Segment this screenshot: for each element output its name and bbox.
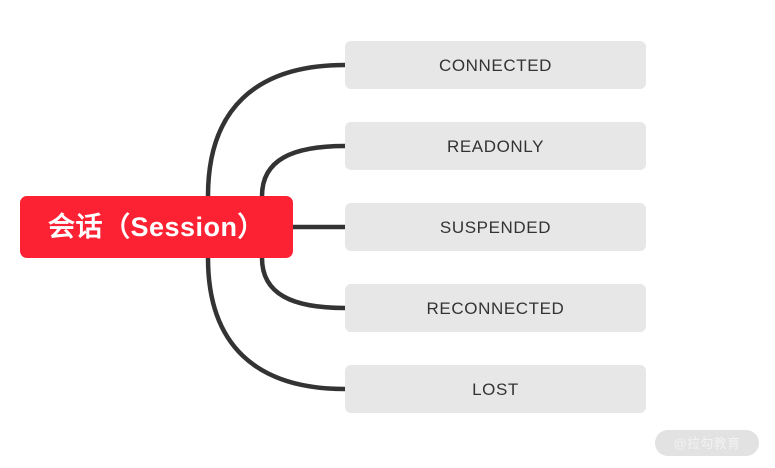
leaf-node-readonly[interactable]: READONLY (345, 122, 646, 170)
leaf-node-suspended[interactable]: SUSPENDED (345, 203, 646, 251)
connector-to-readonly (259, 143, 348, 199)
leaf-node-connected[interactable]: CONNECTED (345, 41, 646, 89)
connector-to-connected (205, 62, 348, 199)
watermark-badge: @拉勾教育 (655, 430, 759, 456)
watermark-label: @拉勾教育 (673, 435, 741, 451)
connector-to-reconnected (259, 255, 348, 311)
leaf-node-lost[interactable]: LOST (345, 365, 646, 413)
leaf-node-label: RECONNECTED (426, 298, 565, 318)
root-node-label: 会话（Session） (47, 211, 266, 242)
leaf-node-label: SUSPENDED (439, 217, 552, 237)
root-node-session[interactable]: 会话（Session） (20, 196, 293, 258)
leaf-node-label: CONNECTED (438, 55, 553, 75)
connector-to-lost (205, 255, 348, 392)
leaf-node-label: LOST (472, 379, 519, 399)
leaf-node-reconnected[interactable]: RECONNECTED (345, 284, 646, 332)
leaf-node-label: READONLY (446, 136, 545, 156)
